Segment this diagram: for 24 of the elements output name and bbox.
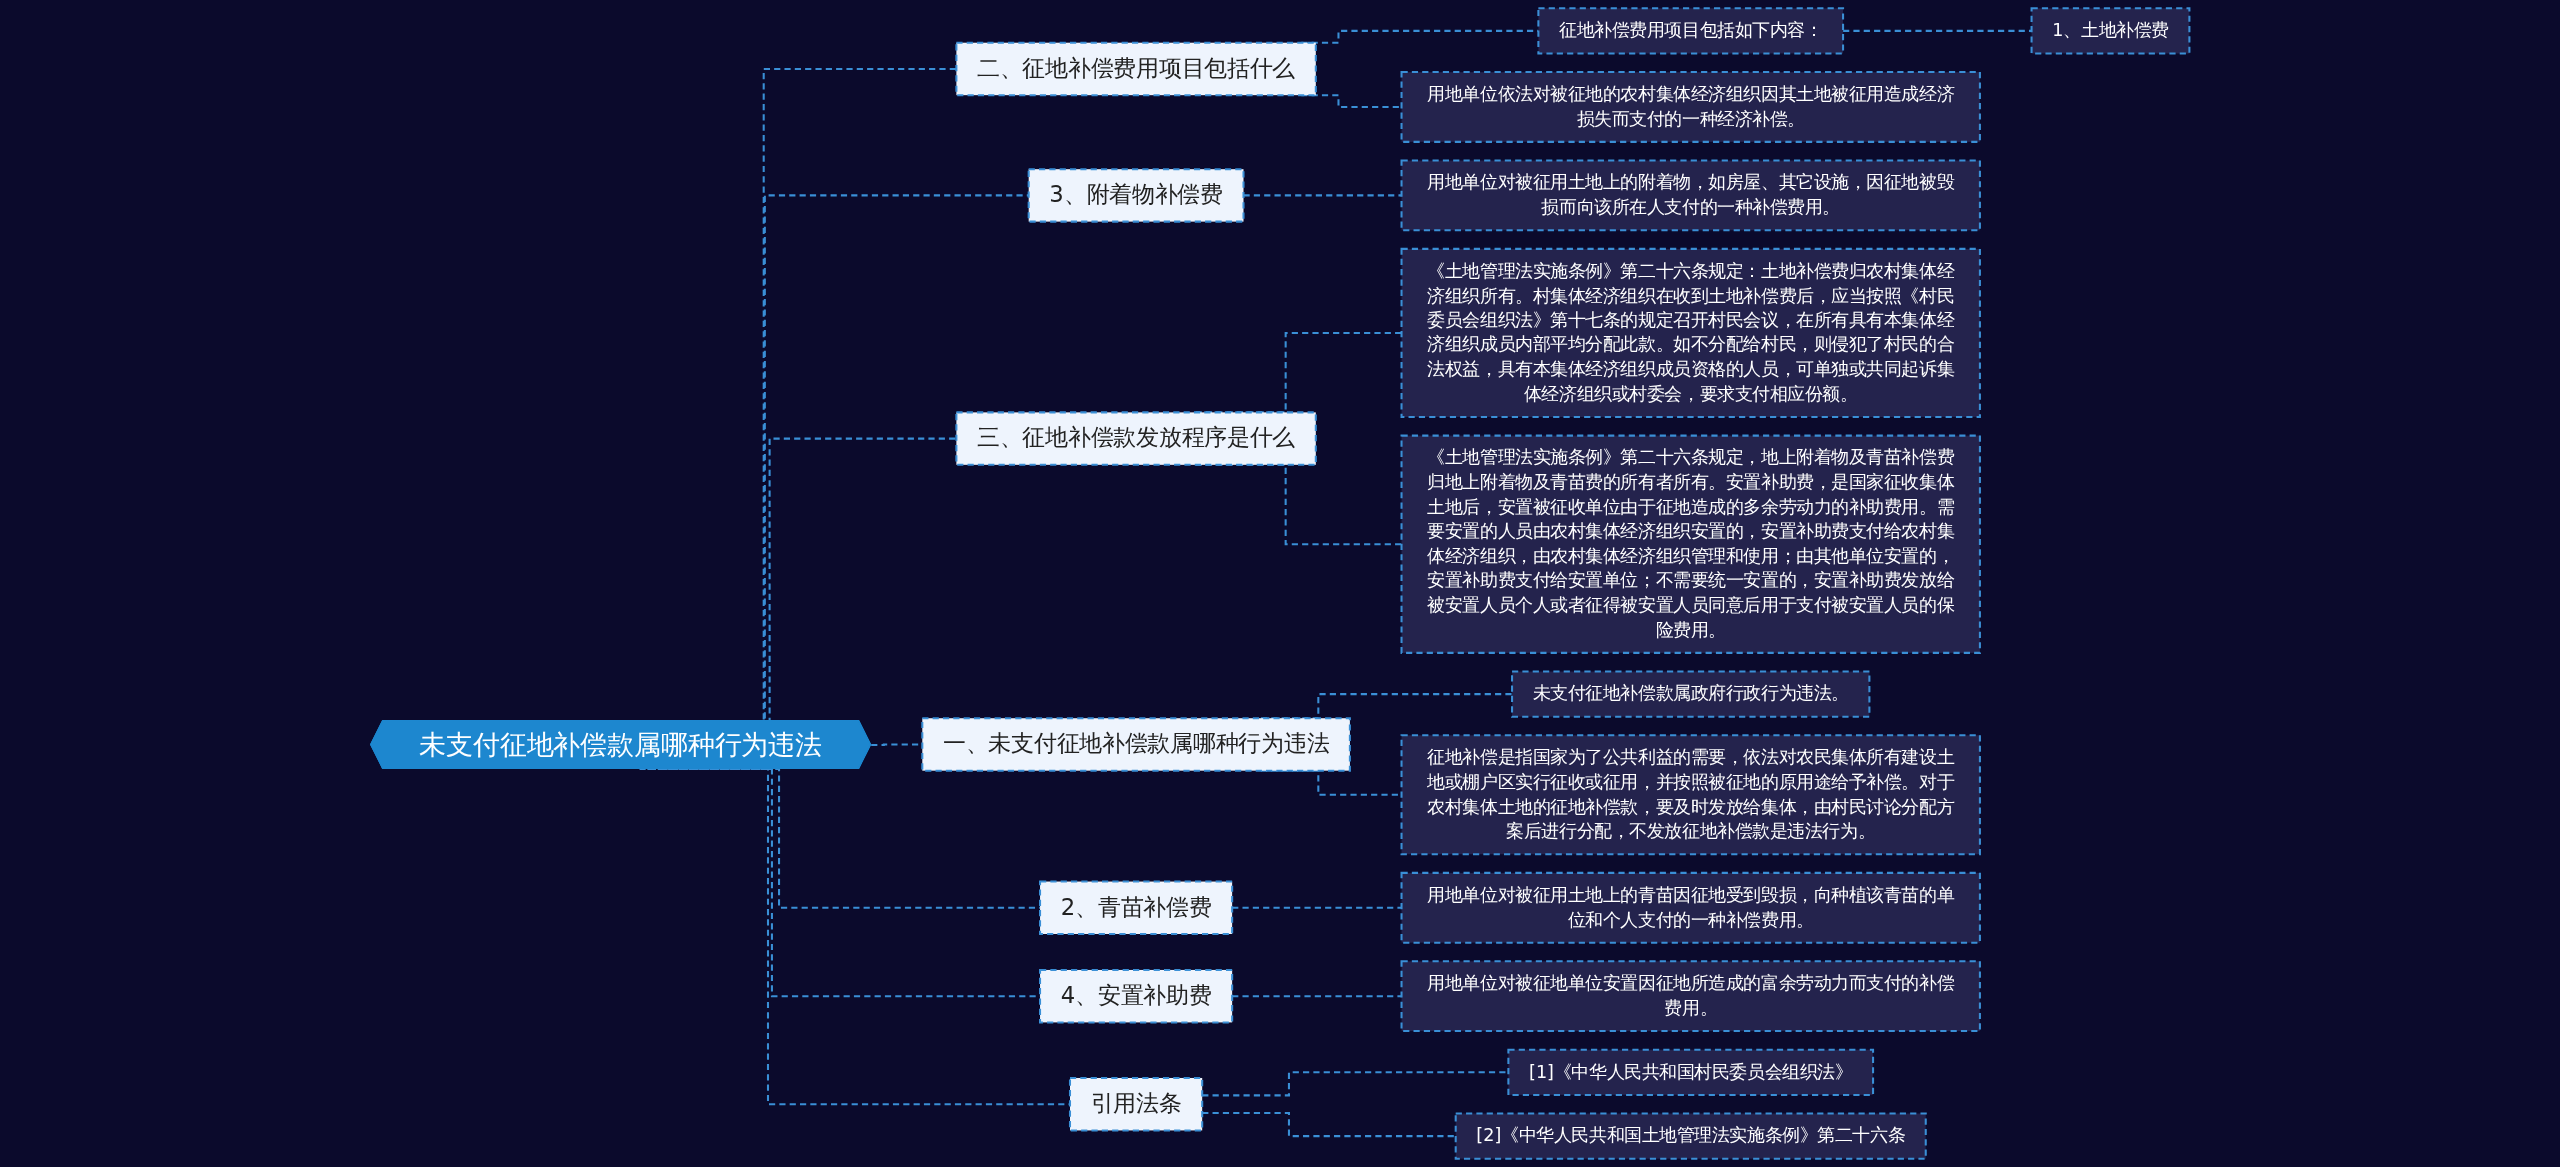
node-box: 用地单位对被征用土地上的附着物，如房屋、其它设施，因征地被毁损而向该所在人支付的一种补偿费用。 [1400,159,1981,232]
node-box: 用地单位依法对被征地的农村集体经济组织因其土地被征用造成经济损失而支付的一种经济补偿。 [1400,71,1981,143]
node-box: 一、未支付征地补偿款属哪种行为违法 [921,717,1351,772]
node-box: [2]《中华人民共和国土地管理法实施条例》第二十六条 [1454,1112,1927,1160]
node-box: 征地补偿费用项目包括如下内容： [1537,7,1845,55]
connector [1843,29,2032,32]
node-box: 引用法条 [1068,1076,1204,1132]
connector [1232,906,1402,909]
node-box: 2、青苗补偿费 [1039,880,1234,936]
node-box: 《土地管理法实施条例》第二十六条规定，地上附着物及青苗补偿费归地上附着物及青苗费的所有者所有。安置补助费，是国家征收集体土地后，安置被征收单位由于征地造成的多余劳动力的补助费用。需要安置的人员由农村集体经济组织安置的，安置补助费支付给农村集体经济组织，由农村集体经济组织管理和使用；由其他单位安置的，安置补助费支付给安置单位；不需要统一安置的，安置补助费发放给被安置人员个人或者征得被安置人员同意后用于支付被安置人员的保险费用。 [1400,434,1981,654]
node-box: 用地单位对被征地单位安置因征地所造成的富余劳动力而支付的补偿费用。 [1400,960,1981,1033]
node-box: 未支付征地补偿款属政府行政行为违法。 [1511,670,1871,718]
node-box: 《土地管理法实施条例》第二十六条规定：土地补偿费归农村集体经济组织所有。村集体经济组织在收到土地补偿费后，应当按照《村民委员会组织法》第十七条的规定召开村民会议，在所有具有本集体经济组织成员内部平均分配此款。如不分配给村民，则侵犯了村民的合法权益，具有本集体经济组织成员资格的人员，可单独或共同起诉集体经济组织或村委会，要求支付相应份额。 [1400,247,1981,419]
node-box: [1]《中华人民共和国村民委员会组织法》 [1507,1048,1875,1096]
connector [1202,1111,1456,1138]
node-box: 二、征地补偿费用项目包括什么 [955,41,1317,97]
connector [1232,995,1402,998]
node-box: 1、土地补偿费 [2030,7,2191,55]
node-box: 4、安置补助费 [1039,968,1234,1024]
node-box: 征地补偿是指国家为了公共利益的需要，依法对农民集体所有建设土地或棚户区实行征收或征用，并按照被征地的原用途给予补偿。对于农村集体土地的征地补偿款，要及时发放给集体，由村民讨论分配方案后进行分配，不发放征地补偿款是违法行为。 [1400,734,1981,856]
connector [1243,194,1402,197]
node-box: 三、征地补偿款发放程序是什么 [955,411,1317,466]
node-box: 3、附着物补偿费 [1027,168,1245,223]
node-box: 用地单位对被征用土地上的青苗因征地受到毁损，向种植该青苗的单位和个人支付的一种补偿费用。 [1400,871,1981,944]
